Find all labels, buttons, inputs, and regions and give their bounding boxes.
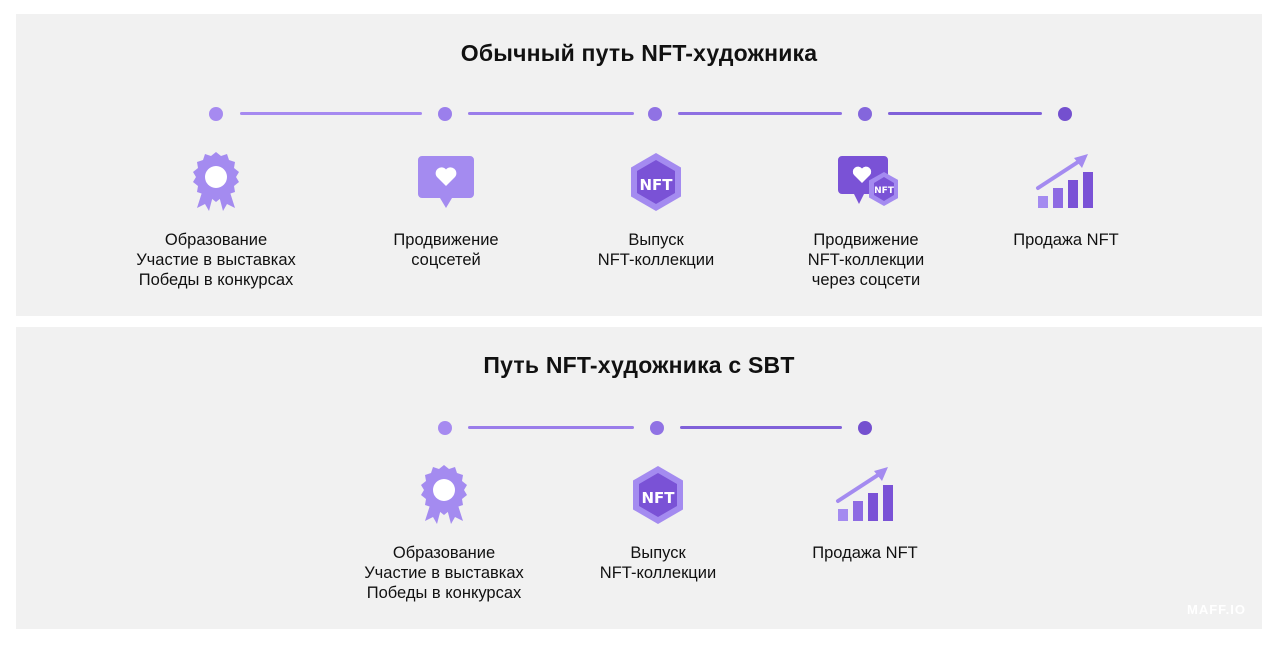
heart-chat-nft-icon: NFT [834,150,898,214]
step-label: Продвижение соцсетей [393,231,499,269]
timeline-dot [209,107,223,121]
regular-path-title: Обычный путь NFT-художника [460,40,818,66]
step-label: Продажа NFT [812,544,918,562]
timeline-connector [468,426,634,429]
step-label: Продажа NFT [1013,231,1119,249]
svg-text:NFT: NFT [874,186,895,196]
regular-path-panel: Обычный путь NFT-художника NFT [16,14,1262,316]
timeline-dot [858,421,872,435]
timeline-dot [438,421,452,435]
nft-hexagon-icon: NFT [624,150,688,214]
step-label: Выпуск NFT-коллекции [599,544,717,582]
timeline-dot [858,107,872,121]
timeline-dot [650,421,664,435]
timeline-connector [888,112,1042,115]
timeline-connector [680,426,842,429]
award-ribbon-icon [412,463,476,527]
step-label: Выпуск NFT-коллекции [597,231,715,269]
timeline-connector [468,112,634,115]
step-label: Продвижение NFT-коллекции через соцсети [807,231,925,289]
timeline-dot [648,107,662,121]
timeline-dot [438,107,452,121]
growth-chart-icon [834,463,898,527]
timeline-connector [678,112,842,115]
nft-hexagon-icon: NFT [626,463,690,527]
heart-chat-icon [414,150,478,214]
svg-text:NFT: NFT [641,489,675,507]
step-label: Образование Участие в выставках Победы в… [364,544,524,602]
svg-text:NFT: NFT [639,176,673,194]
timeline-dot [1058,107,1072,121]
award-ribbon-icon [184,150,248,214]
sbt-path-title: Путь NFT-художника с SBT [483,352,795,378]
growth-chart-icon [1034,150,1098,214]
step-label: Образование Участие в выставках Победы в… [136,231,296,289]
watermark: MAFF.IO [1187,602,1246,617]
sbt-path-panel: Путь NFT-художника с SBT NFT Образование [16,327,1262,629]
timeline-connector [240,112,422,115]
